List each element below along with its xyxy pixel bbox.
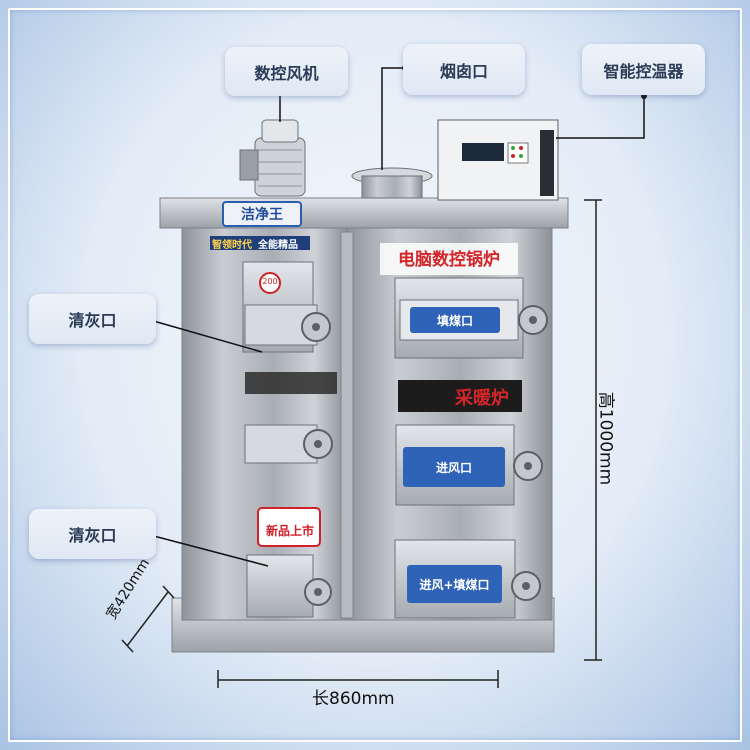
height-dimension-line (584, 199, 602, 661)
heating-badge-background (398, 380, 522, 412)
slogan-left: 智领时代 (212, 240, 252, 251)
callout-ash-port-bottom: 清灰口 (29, 509, 156, 559)
width-dimension-line (121, 585, 175, 653)
new-product-sticker (257, 507, 321, 547)
length-dimension-label: 长860mm (312, 689, 395, 709)
left-lower-door (246, 554, 332, 618)
brand-plate (222, 201, 302, 227)
air-inlet-plate: 进风口 (403, 447, 505, 487)
thermostat-leader-line (556, 96, 645, 139)
height-dimension-label: 高1000mm (595, 391, 616, 486)
chimney (351, 167, 433, 199)
left-decal (245, 372, 337, 394)
left-middle-door (244, 424, 333, 464)
fan-motor (239, 119, 306, 197)
badge-200 (259, 272, 281, 294)
new-product-text: 新品上市 (265, 524, 314, 538)
stove-top-lid (159, 197, 569, 229)
banner-background (380, 243, 518, 275)
callout-thermostat: 智能控温器 (582, 44, 705, 95)
callout-ash-port-top: 清灰口 (29, 294, 156, 344)
left-upper-door (242, 261, 331, 353)
heating-stove-label: 采暖炉 (455, 388, 509, 409)
callout-chimney: 烟囱口 (403, 44, 525, 95)
air-coal-port-plate: 进风+填煤口 (407, 565, 502, 603)
thermostat-box (437, 119, 559, 201)
ash-bottom-leader-line (149, 534, 269, 567)
slogan-right: 全能精品 (258, 240, 298, 251)
callout-cnc-fan: 数控风机 (225, 47, 348, 96)
center-column (340, 231, 354, 619)
ash-top-leader-line (149, 319, 263, 353)
slogan-plate (210, 236, 310, 250)
chimney-leader-line (381, 67, 405, 170)
coal-port-plate: 填煤口 (410, 307, 500, 333)
banner-title: 电脑数控锅炉 (398, 250, 500, 270)
badge-200-text: 200 (262, 277, 278, 286)
length-dimension-line (217, 670, 499, 688)
brand-label: 洁净王 (241, 207, 283, 223)
